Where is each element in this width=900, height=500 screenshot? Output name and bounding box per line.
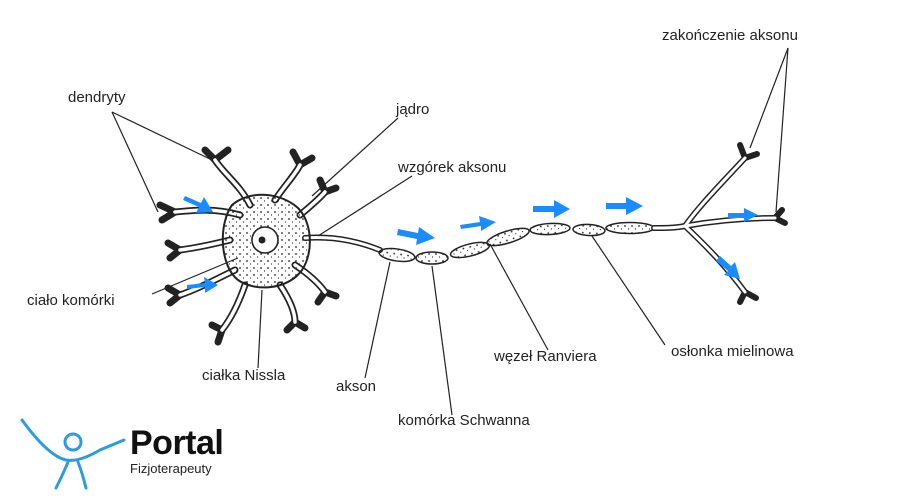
label-nissl-bodies: ciałka Nissla <box>202 367 286 384</box>
arrow-icon <box>397 227 435 245</box>
arrow-icon <box>533 200 570 218</box>
label-dendrites: dendryty <box>68 89 126 106</box>
signal-direction-arrows <box>183 196 758 293</box>
label-myelin-sheath: osłonka mielinowa <box>671 343 794 360</box>
arrow-icon <box>728 208 758 222</box>
logo-subtitle: Fizjoterapeuty <box>130 461 212 476</box>
label-node-of-ranvier: węzeł Ranviera <box>494 348 597 365</box>
label-axon-hillock: wzgórek aksonu <box>398 159 507 176</box>
arrow-icon <box>716 256 740 279</box>
arrow-icon <box>460 216 496 231</box>
arrow-icon <box>187 277 218 293</box>
label-axon-terminal: zakończenie aksonu <box>662 27 798 44</box>
portal-logo: Portal Fizjoterapeuty <box>18 412 258 492</box>
label-cell-body: ciało komórki <box>27 292 115 309</box>
leader-lines <box>111 47 789 416</box>
label-nucleus: jądro <box>396 101 430 118</box>
logo-brand: Portal <box>130 424 224 462</box>
label-axon: akson <box>336 378 377 395</box>
logo-figure-icon <box>20 418 126 490</box>
myelin-segments <box>378 221 655 265</box>
nucleolus-shape <box>258 236 266 244</box>
axon-terminal-branches <box>651 142 788 305</box>
arrow-icon <box>606 197 643 215</box>
label-schwann-cell: komórka Schwanna <box>398 412 530 429</box>
arrow-icon <box>183 196 213 213</box>
